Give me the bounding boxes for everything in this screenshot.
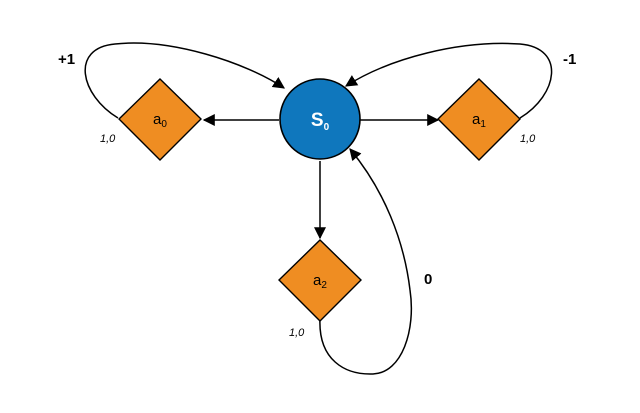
- state-circle: [279, 78, 361, 160]
- state-node-s0: S0: [279, 78, 361, 160]
- action-label-a0: a0: [153, 111, 167, 130]
- action-node-a1: a1: [437, 78, 521, 161]
- action-label-a1: a1: [472, 111, 486, 130]
- reward-label-a0: +1: [58, 51, 75, 68]
- reward-label-a1: -1: [563, 51, 576, 68]
- action-node-a0: a0: [118, 78, 202, 161]
- probability-label-a2: 1,0: [289, 327, 305, 339]
- action-diamond: [118, 78, 202, 161]
- action-diamond: [437, 78, 521, 161]
- transition-a2-to-s0: [319, 148, 413, 375]
- probability-label-a0: 1,0: [100, 133, 116, 145]
- reward-label-a2: 0: [424, 271, 432, 288]
- transition-a1-to-s0: [344, 42, 553, 119]
- state-label: S0: [311, 110, 330, 133]
- action-node-a2: a2: [278, 239, 362, 322]
- action-label-a2: a2: [313, 272, 327, 291]
- probability-label-a1: 1,0: [520, 133, 536, 145]
- action-diamond: [278, 239, 362, 322]
- transition-a0-to-s0: [84, 42, 285, 119]
